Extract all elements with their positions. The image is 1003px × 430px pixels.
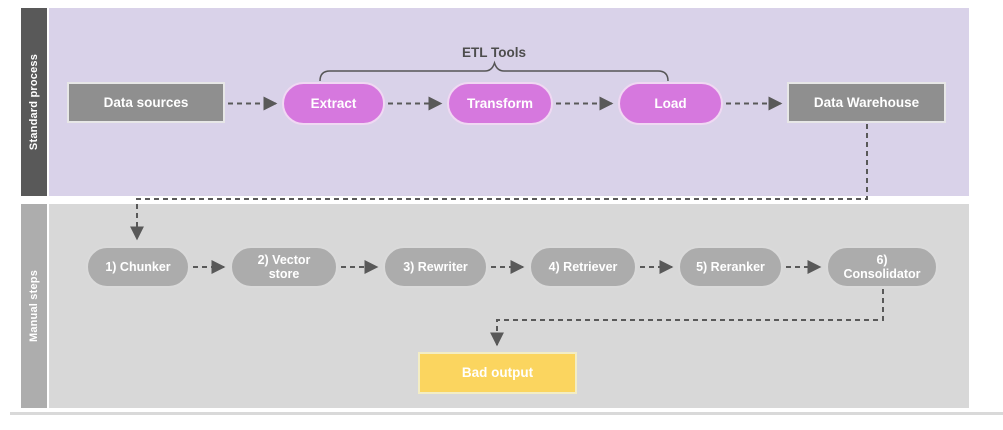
lane-label-manual-steps: Manual steps (21, 204, 47, 408)
node-data-warehouse: Data Warehouse (787, 82, 946, 123)
node-reranker-label: 5) Reranker (696, 259, 765, 274)
lane-label-manual-steps-text: Manual steps (28, 269, 40, 343)
node-data-warehouse-label: Data Warehouse (813, 94, 920, 110)
node-rewriter: 3) Rewriter (383, 246, 488, 288)
node-chunker-label: 1) Chunker (105, 259, 171, 274)
node-load: Load (618, 82, 723, 125)
node-extract: Extract (282, 82, 385, 125)
node-bad-output: Bad output (418, 352, 577, 394)
node-retriever-label: 4) Retriever (548, 259, 618, 274)
node-transform-label: Transform (466, 95, 534, 111)
bottom-separator-rule (10, 412, 1003, 415)
node-retriever: 4) Retriever (529, 246, 637, 288)
lane-label-standard-process-text: Standard process (28, 53, 40, 151)
node-reranker: 5) Reranker (678, 246, 783, 288)
node-data-sources-label: Data sources (103, 94, 189, 110)
node-consolidator-label: 6) Consolidator (843, 252, 921, 281)
node-vector-store-label: 2) Vector store (257, 252, 311, 281)
node-bad-output-label: Bad output (461, 365, 534, 381)
node-transform: Transform (447, 82, 553, 125)
node-data-sources: Data sources (67, 82, 225, 123)
node-load-label: Load (654, 95, 687, 111)
node-rewriter-label: 3) Rewriter (403, 259, 468, 274)
node-chunker: 1) Chunker (86, 246, 190, 288)
etl-tools-label: ETL Tools (462, 45, 526, 60)
node-consolidator: 6) Consolidator (826, 246, 938, 288)
node-extract-label: Extract (310, 95, 357, 111)
node-vector-store: 2) Vector store (230, 246, 338, 288)
lane-label-standard-process: Standard process (21, 8, 47, 196)
